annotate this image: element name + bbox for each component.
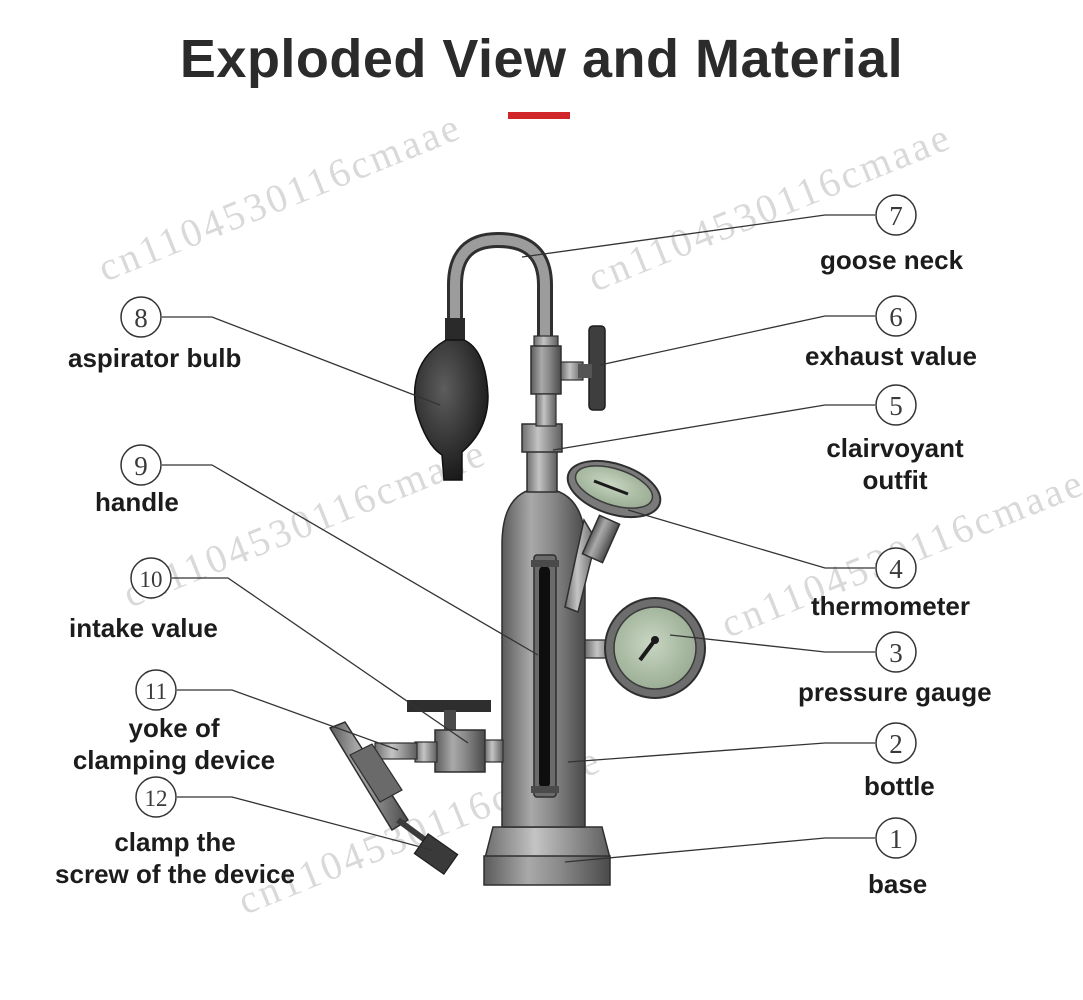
leader-line-5 xyxy=(552,404,875,451)
callout-number: 6 xyxy=(889,302,903,332)
watermark-text: cn1104530116cmaae xyxy=(92,103,469,290)
label-bottle: bottle xyxy=(864,771,935,801)
callout-number: 4 xyxy=(889,554,903,584)
callout-circles: 1 2 3 4 5 6 7 8 9 10 11 12 xyxy=(120,194,917,859)
label-line: outfit xyxy=(862,465,928,495)
label-line: clairvoyant xyxy=(826,433,964,463)
callout-11: 11 xyxy=(135,669,177,711)
callout-5: 5 xyxy=(875,384,917,426)
label-yoke-of-clamping-device: yoke of clamping device xyxy=(54,712,294,776)
leader-line-12 xyxy=(177,796,433,851)
callout-4: 4 xyxy=(875,547,917,589)
callout-number: 5 xyxy=(889,391,903,421)
label-goose-neck: goose neck xyxy=(820,245,964,275)
handle-part xyxy=(531,554,559,798)
base-part xyxy=(483,826,611,886)
callout-number: 2 xyxy=(889,729,903,759)
goose-neck-part xyxy=(447,231,553,338)
callout-6: 6 xyxy=(875,295,917,337)
leader-line-9 xyxy=(162,464,539,656)
leader-line-3 xyxy=(669,634,875,653)
clamp-screw-part xyxy=(396,817,459,875)
label-clamp-screw: clamp the screw of the device xyxy=(40,826,310,890)
leader-line-6 xyxy=(599,315,875,366)
label-thermometer: thermometer xyxy=(811,591,970,621)
callout-number: 8 xyxy=(134,303,148,333)
label-line: yoke of xyxy=(128,713,220,743)
label-handle: handle xyxy=(95,487,179,517)
callout-1: 1 xyxy=(875,817,917,859)
callout-number: 10 xyxy=(140,567,163,592)
callout-10: 10 xyxy=(130,557,172,599)
label-exhaust-value: exhaust value xyxy=(805,341,977,371)
callout-9: 9 xyxy=(120,444,162,486)
callout-12: 12 xyxy=(135,776,177,818)
pressure-gauge-part xyxy=(584,597,706,699)
label-line: clamp the xyxy=(114,827,236,857)
leader-line-11 xyxy=(177,689,399,751)
callout-number: 11 xyxy=(145,679,167,704)
yoke-part xyxy=(328,721,418,832)
callout-number: 1 xyxy=(889,824,903,854)
title-accent-bar xyxy=(508,112,570,119)
callout-number: 7 xyxy=(889,201,903,231)
callout-2: 2 xyxy=(875,722,917,764)
leader-line-7 xyxy=(521,214,875,258)
callout-number: 3 xyxy=(889,638,903,668)
page-title: Exploded View and Material xyxy=(179,29,904,89)
exhaust-valve-part xyxy=(530,325,606,427)
label-aspirator-bulb: aspirator bulb xyxy=(68,343,242,373)
leader-line-10 xyxy=(172,577,469,744)
leader-line-4 xyxy=(627,509,875,569)
aspirator-bulb-part xyxy=(413,318,489,481)
label-clairvoyant-outfit: clairvoyant outfit xyxy=(815,432,975,496)
label-line: screw of the device xyxy=(55,859,295,889)
label-line: clamping device xyxy=(72,745,276,775)
callout-3: 3 xyxy=(875,631,917,673)
leader-line-2 xyxy=(567,742,875,763)
callout-number: 12 xyxy=(145,786,168,811)
watermark-text: cn1104530116cmaae xyxy=(117,429,494,616)
callout-8: 8 xyxy=(120,296,162,338)
label-base: base xyxy=(868,869,928,899)
leader-lines xyxy=(162,214,875,863)
callout-7: 7 xyxy=(875,194,917,236)
leader-line-8 xyxy=(162,316,441,406)
callout-number: 9 xyxy=(134,451,148,481)
label-pressure-gauge: pressure gauge xyxy=(798,677,992,707)
leader-line-1 xyxy=(564,837,875,863)
label-intake-value: intake value xyxy=(69,613,218,643)
thermometer-part xyxy=(564,459,662,614)
